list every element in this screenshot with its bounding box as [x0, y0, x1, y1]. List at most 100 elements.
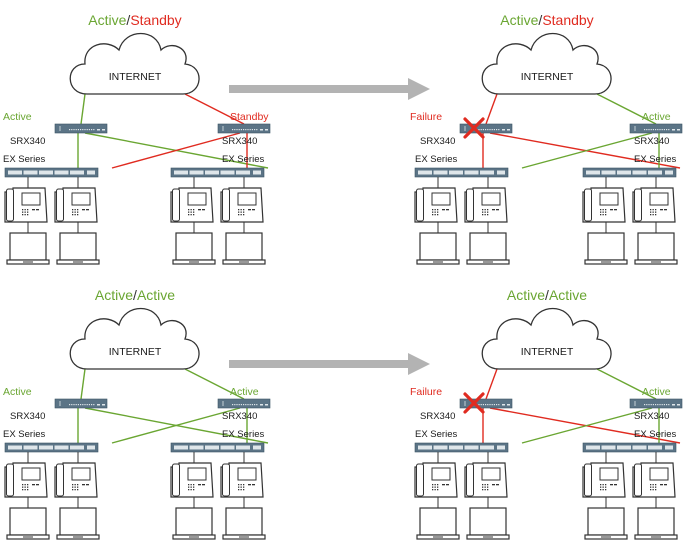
keypad-dot	[434, 484, 436, 486]
ip-phone-left-1	[4, 462, 48, 498]
srx340-firewall-right	[217, 123, 271, 134]
uplink-ports	[497, 170, 505, 175]
laptop-screen	[9, 507, 47, 536]
srx340-firewall-right	[629, 123, 683, 134]
keypad-dot	[655, 214, 657, 216]
firewall-chassis	[459, 123, 513, 134]
keypad-dot	[193, 484, 195, 486]
laptop-screen	[637, 232, 675, 261]
port-dot	[234, 404, 236, 406]
softkey	[36, 484, 39, 486]
internet-label: INTERNET	[109, 346, 162, 358]
keypad-dot	[240, 489, 242, 491]
right-firewall-state: Active	[642, 111, 671, 123]
port-bank	[648, 445, 662, 450]
port-dot	[240, 129, 242, 131]
laptop-left-2	[56, 507, 100, 540]
port-dot	[659, 404, 661, 406]
keypad-dot	[650, 489, 652, 491]
keypad-dot	[190, 486, 192, 488]
keypad-dot	[72, 211, 74, 213]
phone-screen	[71, 467, 91, 481]
keypad-dot	[650, 211, 652, 213]
uplink-ports	[665, 445, 673, 450]
left-switch-model: EX Series	[3, 429, 45, 440]
keypad-dot	[434, 209, 436, 211]
softkey	[610, 484, 613, 486]
title-left-state: Active	[500, 12, 538, 28]
uplink-ports	[87, 445, 95, 450]
title-left-state: Active	[88, 12, 126, 28]
panel-title: Active/Active	[95, 287, 175, 303]
port-dot	[668, 129, 670, 131]
keypad-dot	[27, 214, 29, 216]
keypad-dot	[190, 489, 192, 491]
softkey	[202, 484, 205, 486]
port-dot	[251, 404, 253, 406]
keypad-dot	[72, 489, 74, 491]
port-dot	[80, 129, 82, 131]
port-dot	[249, 129, 251, 131]
port-dot	[666, 129, 668, 131]
port-dot	[93, 129, 95, 131]
keypad-dot	[487, 489, 489, 491]
softkey	[252, 209, 255, 211]
port-dot	[491, 129, 493, 131]
laptop-right-1	[584, 232, 628, 265]
port-dot	[677, 404, 680, 406]
port-dot	[260, 129, 263, 131]
port-dot	[655, 404, 657, 406]
port-dot	[97, 129, 100, 131]
softkey	[86, 484, 89, 486]
phone-screen	[599, 467, 619, 481]
keypad-dot	[24, 489, 26, 491]
port-bank	[236, 445, 250, 450]
port-dot	[502, 129, 505, 131]
laptop-left-1	[6, 232, 50, 265]
phone-handset	[6, 463, 14, 497]
keypad-dot	[605, 486, 607, 488]
port-dot	[672, 404, 675, 406]
link-internet-to-left-firewall	[485, 93, 498, 125]
firewall-chassis	[459, 398, 513, 409]
keypad-dot	[74, 486, 76, 488]
keypad-dot	[188, 209, 190, 211]
keypad-dot	[243, 486, 245, 488]
srx340-firewall-left	[459, 123, 513, 134]
port-dot	[91, 129, 93, 131]
port-bank	[449, 170, 463, 175]
laptop-screen	[9, 232, 47, 261]
ex-switch-left	[414, 167, 509, 178]
left-firewall-state: Active	[3, 386, 32, 398]
port-bank	[189, 170, 204, 175]
ex-switch-left	[414, 442, 509, 453]
keypad-dot	[655, 211, 657, 213]
transition-arrow-2	[229, 353, 430, 375]
phone-screen	[237, 467, 257, 481]
port-dot	[251, 129, 253, 131]
port-dot	[480, 129, 482, 131]
port-bank	[70, 170, 84, 175]
port-dot	[663, 404, 665, 406]
keypad-dot	[602, 209, 604, 211]
port-dot	[265, 129, 268, 131]
phone-screen	[187, 192, 207, 206]
ex-switch-right	[582, 442, 677, 453]
port-dot	[478, 404, 480, 406]
keypad-dot	[24, 209, 26, 211]
port-bank	[480, 170, 494, 175]
port-dot	[84, 129, 86, 131]
laptop-right-2	[222, 507, 266, 540]
keypad-dot	[74, 214, 76, 216]
link-right-firewall-to-left-switch	[521, 407, 653, 444]
port-bank	[205, 170, 219, 175]
ex-switch-left	[4, 442, 99, 453]
title-right-state: Active	[137, 287, 175, 303]
keypad-dot	[487, 486, 489, 488]
port-dot	[652, 404, 654, 406]
arrow-head	[408, 78, 430, 100]
keypad-dot	[188, 484, 190, 486]
keypad-dot	[190, 209, 192, 211]
keypad-dot	[482, 484, 484, 486]
keypad-dot	[74, 209, 76, 211]
